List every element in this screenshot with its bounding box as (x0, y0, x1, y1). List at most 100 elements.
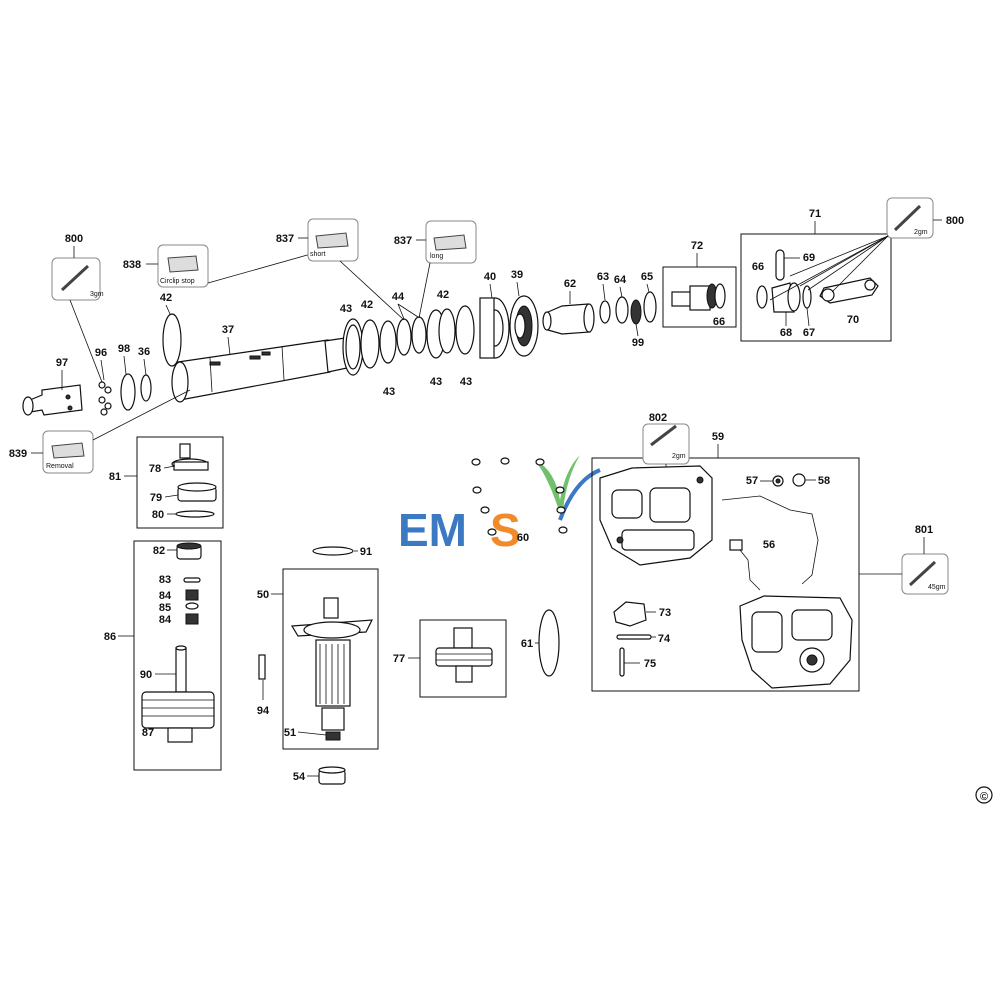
callout-70: 70 (847, 314, 859, 326)
tool-card-838-caption: Circlip stop (160, 278, 195, 285)
part-82-bearing (176, 542, 202, 560)
tool-card-800-right-caption: 2gm (914, 229, 928, 236)
callout-91: 91 (360, 546, 372, 558)
logo-leaf-icon (535, 455, 580, 520)
callout-57: 57 (746, 475, 758, 487)
callout-42-right: 42 (437, 289, 449, 301)
part-54-bearing (318, 766, 346, 785)
callout-81: 81 (109, 471, 121, 483)
part-36-ring (140, 374, 152, 402)
group-72-box (662, 266, 737, 328)
grease-gun-icon (650, 424, 677, 447)
part-59-gear-housing (599, 465, 713, 566)
part-44-ring-b (411, 316, 427, 354)
part-58-cap (792, 473, 806, 487)
tool-card-802: 2gm (642, 423, 690, 465)
part-85-washer (185, 602, 199, 610)
part-67-oring (802, 285, 812, 309)
callout-56: 56 (763, 539, 775, 551)
grease-gun-icon (908, 560, 937, 587)
callout-80: 80 (152, 509, 164, 521)
part-50-armature (290, 597, 374, 731)
part-62-piston (542, 303, 595, 335)
part-42-ring-right (438, 308, 456, 354)
part-73-bracket (613, 601, 647, 627)
part-99-ring (630, 299, 642, 325)
callout-84-a: 84 (159, 590, 172, 602)
callout-43-a: 43 (340, 303, 352, 315)
part-61-ring (538, 609, 560, 677)
callout-66-a: 66 (713, 316, 725, 328)
callout-62: 62 (564, 278, 576, 290)
tool-card-839-caption: Removal (46, 463, 74, 470)
callout-64: 64 (614, 274, 627, 286)
part-84-bearing-a (185, 589, 199, 601)
part-80-washer (175, 510, 215, 518)
removal-tool-icon (51, 442, 85, 459)
group-77-box (419, 619, 507, 698)
part-63-oring (599, 300, 611, 324)
part-87-gear (141, 691, 215, 743)
part-59-housing-half (739, 595, 853, 689)
callout-40: 40 (484, 271, 496, 283)
callout-67: 67 (803, 327, 815, 339)
group-71-box (740, 233, 892, 342)
callout-65: 65 (641, 271, 653, 283)
part-79-bearing (177, 482, 217, 502)
callout-90: 90 (140, 669, 152, 681)
logo-em-text: EM (398, 504, 467, 556)
callout-800-left: 800 (65, 233, 83, 245)
part-40-bearing (479, 297, 510, 359)
tool-card-837-long: long (425, 220, 477, 264)
part-42-ring-left (162, 313, 182, 367)
part-74-pin (616, 634, 652, 640)
copyright-symbol: © (980, 791, 988, 803)
part-91-oring (312, 546, 354, 556)
callout-801: 801 (915, 524, 933, 536)
group-81-box (136, 436, 224, 529)
callout-78: 78 (149, 463, 161, 475)
group-59-box (591, 457, 860, 692)
callout-43-d: 43 (460, 376, 472, 388)
callout-37: 37 (222, 324, 234, 336)
tool-card-837-long-caption: long (430, 253, 443, 260)
part-43-ring-2 (379, 320, 397, 364)
callout-58: 58 (818, 475, 830, 487)
part-98-ring (120, 373, 136, 411)
grease-gun-icon (893, 204, 922, 232)
part-94-screw (258, 654, 266, 680)
callout-42-mid: 42 (361, 299, 373, 311)
tool-card-800-left: 3gm (51, 257, 104, 301)
callout-50: 50 (257, 589, 269, 601)
part-43-ring-4 (455, 305, 475, 355)
callout-39: 39 (511, 269, 523, 281)
grease-gun-icon (60, 264, 90, 292)
callout-84-b: 84 (159, 614, 172, 626)
tool-card-838: Circlip stop (157, 244, 209, 288)
callout-59: 59 (712, 431, 724, 443)
copyright-circle (975, 786, 993, 804)
tool-card-837-short: short (307, 218, 359, 262)
part-57-washer (772, 475, 784, 487)
callout-60: 60 (517, 532, 529, 544)
callout-98: 98 (118, 343, 130, 355)
callout-43-c: 43 (430, 376, 442, 388)
callout-94: 94 (257, 705, 270, 717)
callout-82: 82 (153, 545, 165, 557)
part-64-washer (615, 296, 629, 324)
callout-68: 68 (780, 327, 792, 339)
tool-card-801-caption: 45gm (928, 584, 946, 591)
callout-83: 83 (159, 574, 171, 586)
part-83-spring (183, 577, 201, 583)
callout-66-b: 66 (752, 261, 764, 273)
callout-73: 73 (659, 607, 671, 619)
callout-87: 87 (142, 727, 154, 739)
part-84-bearing-b (185, 613, 199, 625)
pliers-tool-icon (315, 232, 349, 249)
callout-96: 96 (95, 347, 107, 359)
callout-839: 839 (9, 448, 27, 460)
part-72-striker (671, 283, 726, 311)
callout-36: 36 (138, 346, 150, 358)
tool-card-839: Removal (42, 430, 94, 474)
tool-card-802-caption: 2gm (672, 453, 686, 460)
